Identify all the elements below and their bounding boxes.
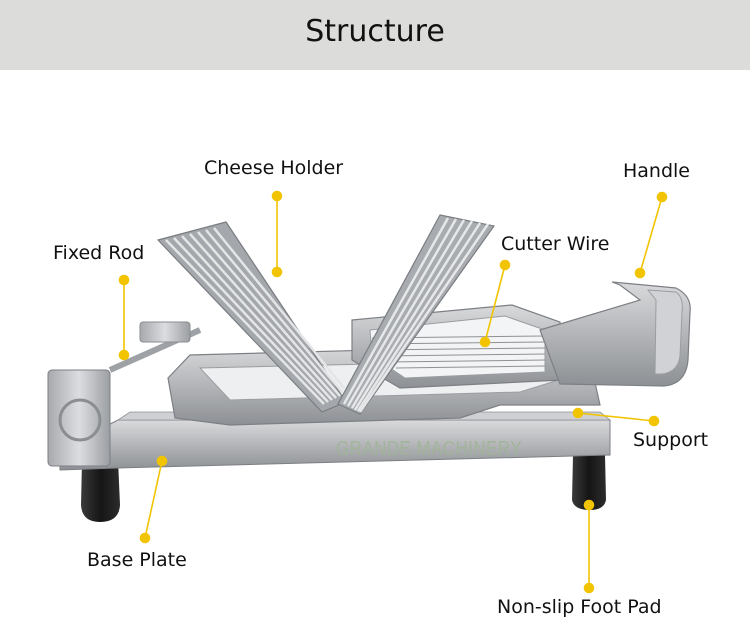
label-handle: Handle — [623, 160, 691, 182]
label-cutter-wire: Cutter Wire — [501, 233, 610, 255]
page-title: Structure — [305, 14, 445, 49]
leader-lines — [118, 190, 668, 594]
header-bar: Structure — [0, 0, 750, 70]
label-cheese-holder: Cheese Holder — [204, 157, 344, 179]
fixed-rod-shape — [108, 321, 202, 373]
label-fixed-rod: Fixed Rod — [53, 242, 145, 264]
foot-pads — [81, 455, 606, 522]
label-support: Support — [633, 429, 709, 451]
label-foot-pad: Non-slip Foot Pad — [497, 596, 662, 618]
label-base-plate: Base Plate — [87, 549, 187, 571]
cheese-holder-right — [337, 214, 496, 415]
handle-shape — [539, 281, 691, 387]
watermark-text: GRANDE MACHINERY — [336, 438, 522, 460]
cheese-holder-left — [156, 221, 347, 413]
